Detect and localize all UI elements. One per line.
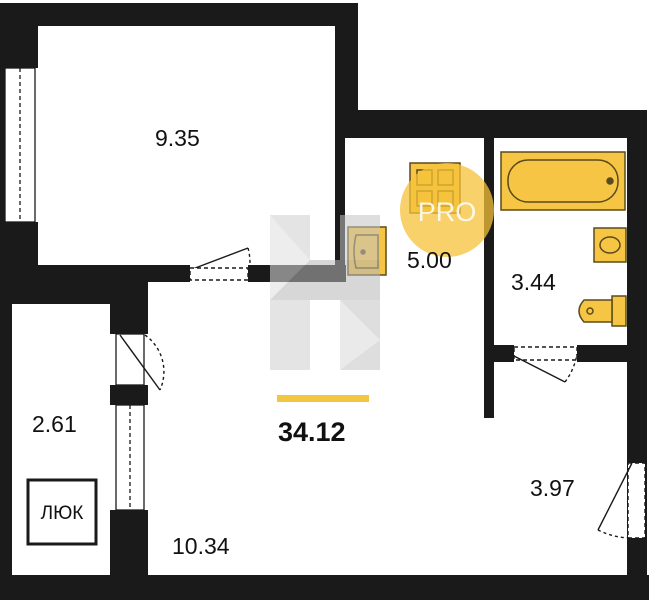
watermark-logo <box>270 215 380 370</box>
total-area: 34.12 <box>278 417 346 447</box>
hatch-label: ЛЮК <box>41 503 84 524</box>
room-labels: 9.35 5.00 3.44 2.61 3.97 10.34 <box>32 125 575 559</box>
bathroom-sink-icon <box>593 227 627 263</box>
pro-badge-label: PRO <box>418 197 477 227</box>
entrance-door <box>597 462 646 539</box>
loggia-door <box>119 334 165 391</box>
room-area-living: 10.34 <box>172 533 230 559</box>
room-area-bedroom: 9.35 <box>155 125 200 151</box>
doors <box>119 247 646 539</box>
bedroom-door <box>189 247 251 281</box>
hatch: ЛЮК <box>26 478 98 546</box>
room-area-hall: 3.97 <box>530 475 575 501</box>
toilet-icon <box>578 295 627 327</box>
total-area-accent-bar <box>277 395 369 402</box>
loggia-window-1 <box>115 333 145 386</box>
room-area-bathroom: 3.44 <box>511 269 556 295</box>
pro-badge: PRO <box>400 163 494 257</box>
walls <box>0 3 649 600</box>
room-area-kitchen: 5.00 <box>407 247 452 273</box>
bathroom-door <box>513 346 578 383</box>
windows <box>4 67 145 511</box>
bathtub-icon <box>500 151 626 211</box>
room-area-loggia: 2.61 <box>32 411 77 437</box>
